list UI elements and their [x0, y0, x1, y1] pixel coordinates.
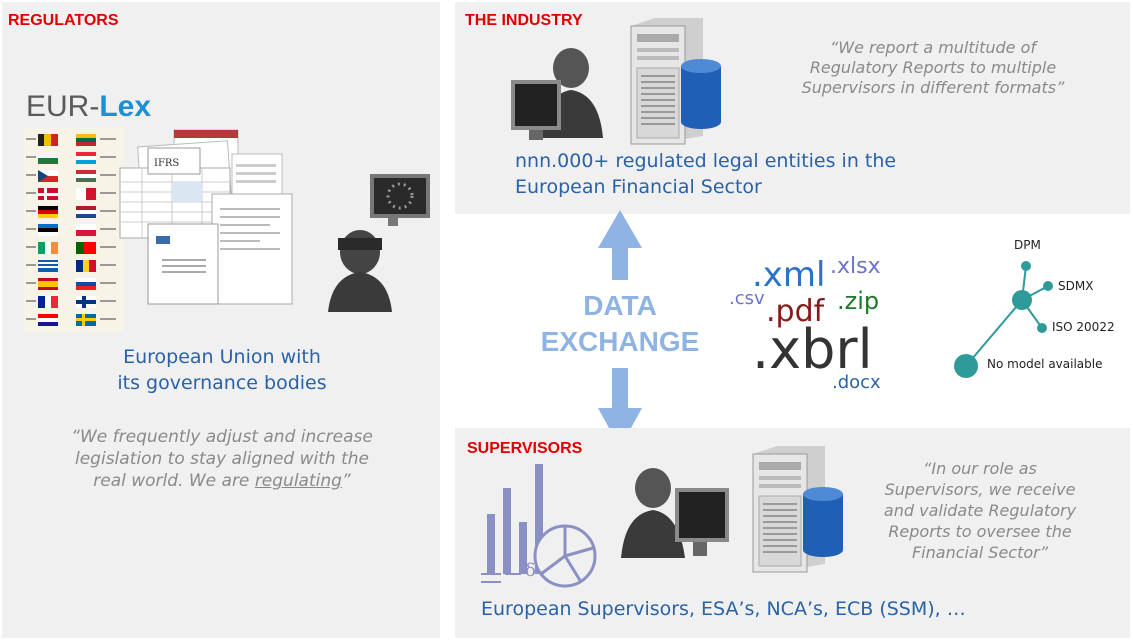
legislation-documents-image: IFRS	[119, 129, 293, 305]
network-links	[965, 265, 1049, 367]
document-sheet	[147, 223, 219, 305]
industry-description-line: nnn.000+ regulated legal entities in the	[515, 150, 897, 172]
server-database-icon	[630, 18, 721, 145]
industry-quote: “We report a multitude of Regulatory Rep…	[773, 38, 1093, 98]
server-tower	[630, 18, 703, 145]
regulators-heading: REGULATORS	[8, 12, 119, 29]
chart-bars	[487, 464, 543, 574]
supervisors-panel: SUPERVISORS δ	[455, 428, 1130, 638]
data-exchange-label-line: EXCHANGE	[540, 326, 700, 357]
supervisors-description: European Supervisors, ESA’s, NCA’s, ECB …	[481, 598, 966, 620]
dpm-node	[1021, 261, 1031, 271]
flag-captions	[26, 138, 116, 320]
data-model-network	[954, 261, 1053, 378]
supervisors-quote-line: Supervisors, we receive	[884, 480, 1076, 499]
regulating-word: regulating	[254, 471, 342, 491]
sdmx-label: SDMX	[1058, 279, 1094, 293]
person-at-computer-icon	[511, 48, 603, 140]
pie-chart	[533, 524, 597, 588]
ifrs-document-title: IFRS	[154, 158, 179, 169]
regulators-quote-line: “We frequently adjust and increase	[71, 427, 373, 447]
statistics-chart-icon: δ	[481, 464, 597, 588]
server-database-icon	[752, 446, 843, 573]
format-docx: .docx	[832, 372, 881, 393]
person-figure	[621, 468, 685, 558]
format-pdf: .pdf	[766, 294, 825, 329]
hub-node	[1012, 290, 1032, 310]
supervisors-quote-line: “In our role as	[923, 459, 1037, 478]
supervisors-quote-line: Reports to oversee the	[888, 522, 1072, 541]
industry-panel: THE INDUSTRY “We report a multitude of	[455, 2, 1130, 214]
supervisors-quote: “In our role as Supervisors, we receive …	[855, 458, 1105, 563]
eur-lex-logo-lex: Lex	[99, 90, 152, 123]
regulators-description-line: European Union with	[123, 346, 321, 368]
ifrs-document-sheet: IFRS	[147, 147, 201, 175]
database-cylinder	[803, 487, 843, 557]
eur-lex-logo-eur: EUR-	[26, 90, 100, 123]
sdmx-node	[1043, 281, 1053, 291]
supervisors-heading: SUPERVISORS	[467, 440, 583, 457]
supervisors-quote-line: Financial Sector”	[911, 543, 1049, 562]
flags-column-right	[76, 134, 96, 326]
document-sheet	[211, 193, 293, 305]
regulators-quote-text: real world. We are	[93, 471, 255, 491]
industry-description: nnn.000+ regulated legal entities in the…	[515, 148, 1075, 200]
format-csv: .csv	[729, 288, 765, 309]
eu-flag-speech-bubble	[370, 174, 430, 226]
person-figure	[328, 230, 392, 312]
regulators-quote-line: legislation to stay aligned with the	[75, 449, 369, 469]
iso20022-node	[1037, 323, 1047, 333]
format-xlsx: .xlsx	[830, 254, 881, 279]
flags-column-left	[38, 134, 58, 326]
industry-heading: THE INDUSTRY	[465, 12, 583, 29]
industry-description-line: European Financial Sector	[515, 176, 762, 198]
regulators-panel: REGULATORS EUR-Lex	[2, 2, 440, 638]
industry-quote-line: Supervisors in different formats”	[801, 78, 1065, 97]
delta-symbol: δ	[525, 560, 536, 581]
database-cylinder	[681, 59, 721, 129]
eu-flags-list-image	[24, 128, 124, 332]
format-zip: .zip	[837, 287, 880, 315]
regulators-quote: “We frequently adjust and increase legis…	[22, 426, 422, 492]
person-at-computer-icon	[621, 468, 729, 558]
no-model-label: No model available	[987, 357, 1103, 371]
regulators-quote-line: real world. We are regulating”	[22, 470, 422, 492]
data-exchange-label-line: DATA	[583, 290, 657, 321]
dpm-label: DPM	[1014, 238, 1041, 252]
regulators-quote-close: ”	[341, 471, 351, 491]
format-xbrl: .xbrl	[752, 318, 873, 381]
industry-quote-line: Regulatory Reports to multiple	[809, 58, 1057, 77]
regulators-description-line: its governance bodies	[117, 372, 327, 394]
up-arrow-icon	[598, 210, 642, 280]
computer-monitor	[511, 80, 561, 140]
computer-monitor	[675, 488, 729, 556]
iso20022-label: ISO 20022	[1052, 320, 1115, 334]
regulators-description: European Union with its governance bodie…	[72, 344, 372, 396]
industry-quote-line: “We report a multitude of	[829, 38, 1037, 57]
eu-official-icon	[328, 174, 430, 312]
format-xml: .xml	[752, 255, 826, 295]
no-model-node	[954, 354, 978, 378]
data-exchange-label: DATA EXCHANGE	[520, 288, 720, 360]
eur-lex-logo: EUR-Lex	[26, 90, 151, 124]
supervisors-quote-line: and validate Regulatory	[883, 501, 1077, 520]
